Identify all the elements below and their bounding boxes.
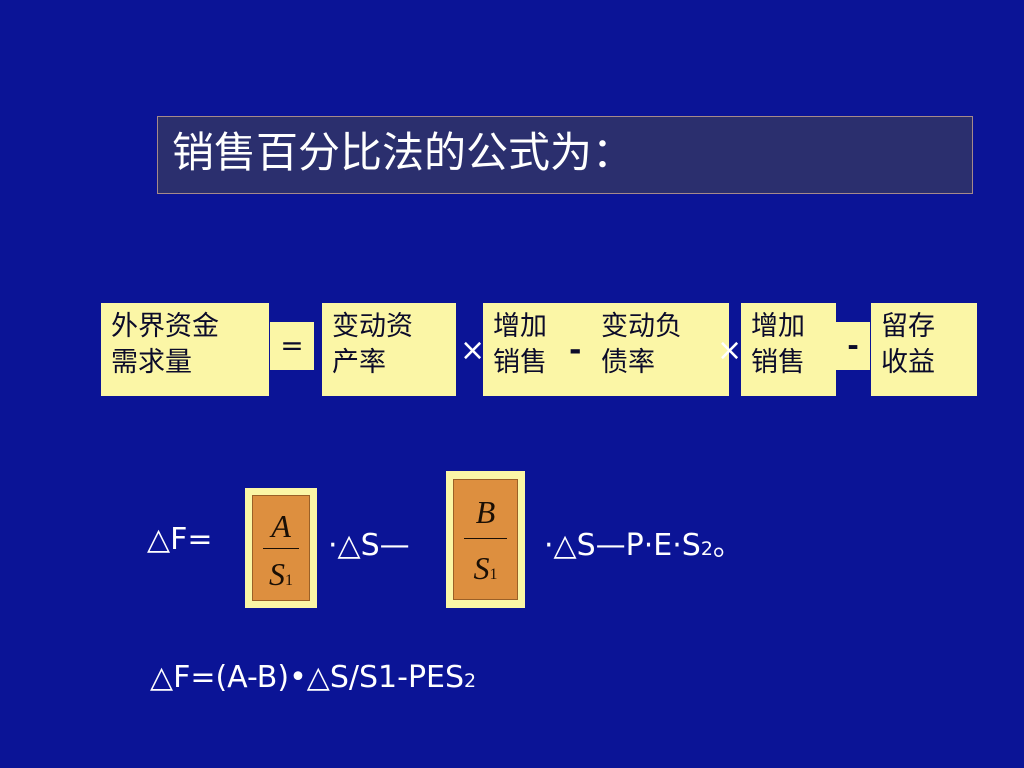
box-line: 销售 <box>751 347 805 378</box>
box-line: 收益 <box>881 347 935 378</box>
box-increase-sales-1: 增加 销售 <box>483 303 593 396</box>
box-line: 销售 <box>493 347 547 378</box>
fraction-a-s1: A S1 <box>245 488 317 608</box>
tail-text: ·△S—P·E·S <box>544 528 701 563</box>
fraction-fill: A S1 <box>252 495 310 601</box>
fraction-bar <box>464 538 507 539</box>
box-increase-sales-2: 增加 销售 <box>741 303 836 396</box>
formula-simplified: △F=(A-B)•△S/S1-PES2 <box>150 660 476 699</box>
box-line: 留存 <box>881 311 935 342</box>
denominator-subscript: 1 <box>285 572 293 589</box>
box-line: 外界资金 <box>111 311 219 342</box>
slide-title: 销售百分比法的公式为： <box>172 128 635 177</box>
box-line: 变动负 <box>601 311 682 342</box>
formula-mid: ·△S— <box>328 528 410 563</box>
minus-sign-1: - <box>569 333 582 368</box>
box-line: 增加 <box>751 311 805 342</box>
box-line: 债率 <box>601 347 655 378</box>
fraction-b-s1: B S1 <box>446 471 525 608</box>
fraction-bar <box>263 548 299 549</box>
times-sign-2: × <box>717 333 743 368</box>
box-line: 需求量 <box>111 347 192 378</box>
tail-subscript: 2 <box>700 538 713 560</box>
simplified-subscript: 2 <box>464 670 477 692</box>
box-line: 变动资 <box>332 311 413 342</box>
box-line: 增加 <box>493 311 547 342</box>
fraction-denominator: S1 <box>454 552 517 591</box>
equals-sign: = <box>280 329 304 362</box>
fraction-numerator: A <box>271 508 291 544</box>
denominator-subscript: 1 <box>489 566 498 583</box>
title-box: 销售百分比法的公式为： <box>157 116 973 194</box>
formula-tail: ·△S—P·E·S2。 <box>544 528 743 567</box>
simplified-text: △F=(A-B)•△S/S1-PES <box>150 660 465 695</box>
box-variable-assets: 变动资 产率 <box>322 303 456 396</box>
fraction-denominator: S1 <box>253 558 309 597</box>
denominator-letter: S <box>269 556 285 592</box>
box-variable-liabilities: 变动负 债率 <box>591 303 729 396</box>
fraction-numerator: B <box>475 494 496 530</box>
equals-box: = <box>270 322 314 370</box>
minus-box: - <box>836 322 870 370</box>
minus-sign-2: - <box>847 329 859 362</box>
tail-end: 。 <box>712 528 743 563</box>
fraction-fill: B S1 <box>453 479 518 600</box>
denominator-letter: S <box>473 550 490 586</box>
box-line: 产率 <box>332 347 386 378</box>
formula-lhs: △F= <box>147 522 213 557</box>
box-external-funds: 外界资金 需求量 <box>101 303 269 396</box>
times-sign-1: × <box>460 333 486 368</box>
box-retained-earnings: 留存 收益 <box>871 303 977 396</box>
